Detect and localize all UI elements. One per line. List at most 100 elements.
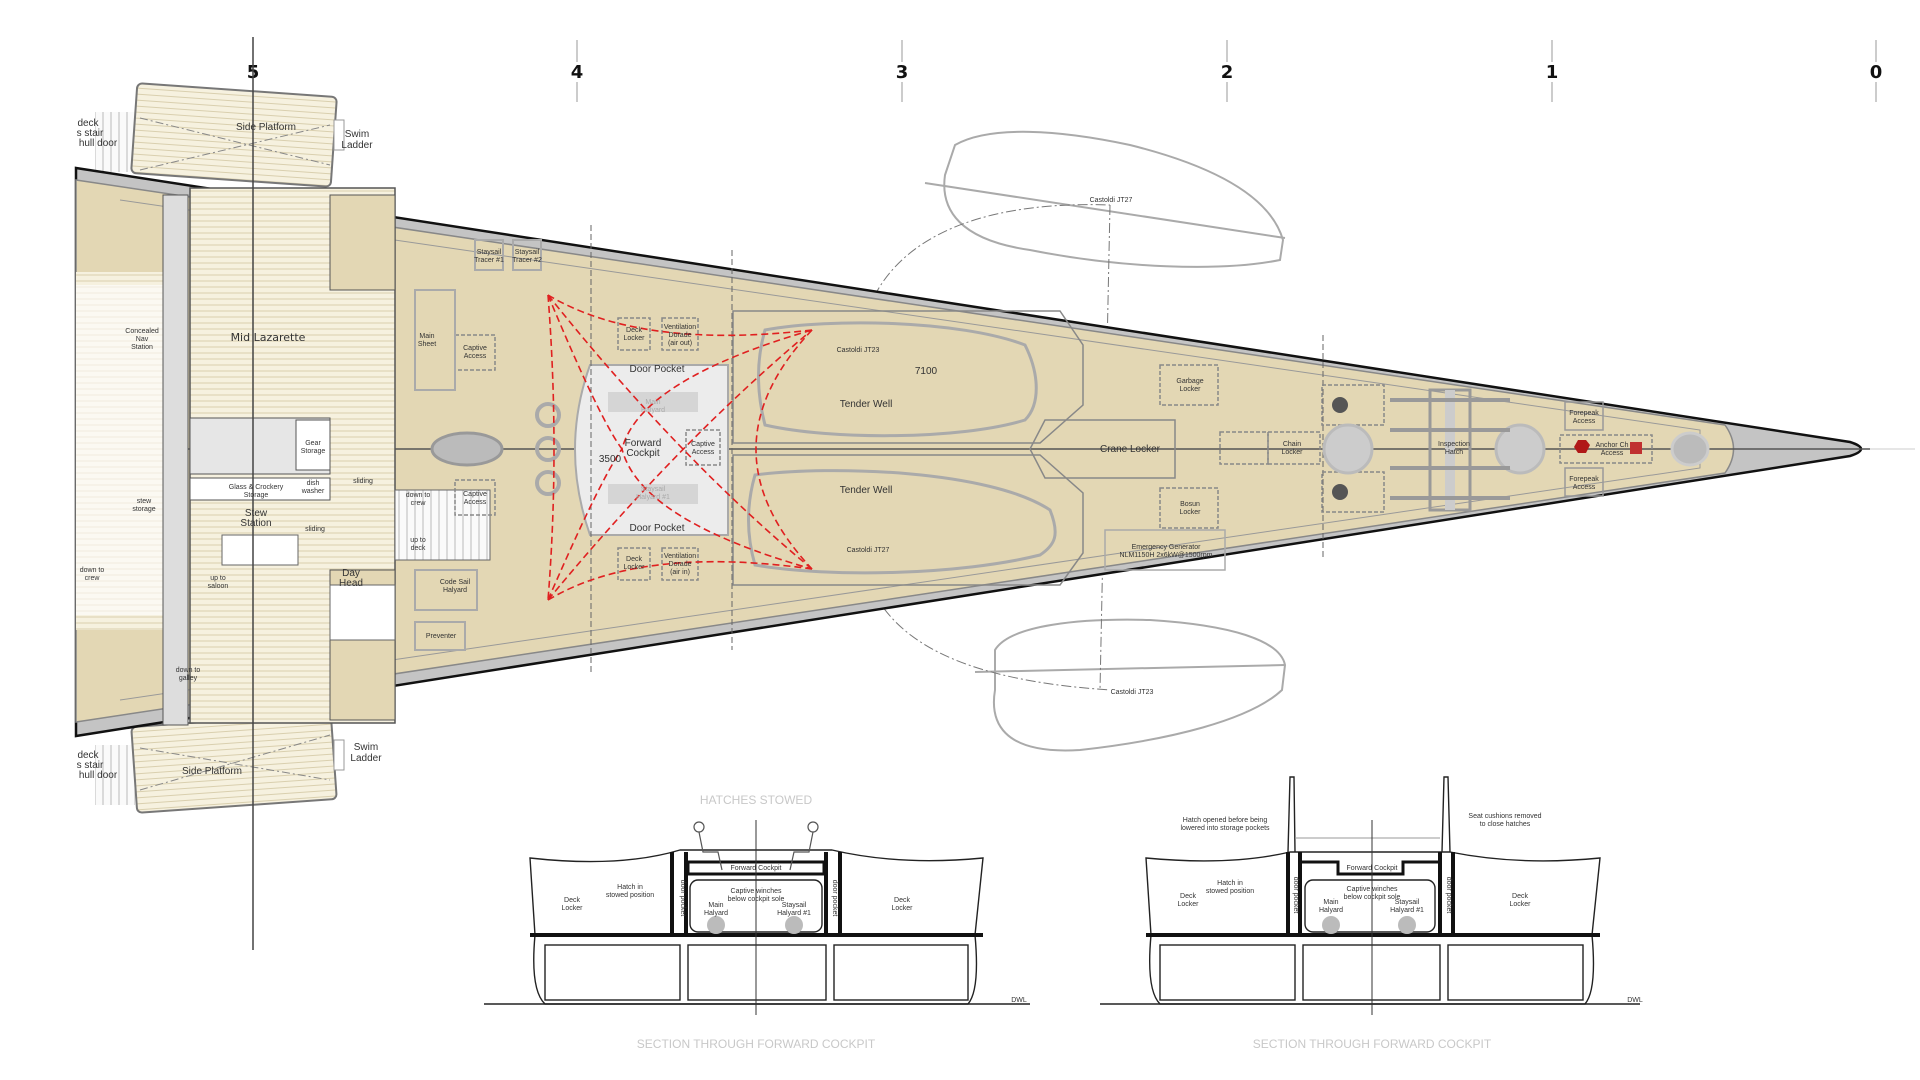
label-gear-storage: Gear [305, 440, 321, 447]
label-door-pocket: door pocket [831, 880, 838, 917]
label-staysail-halyard: Staysail [782, 902, 807, 909]
label-hatch-stowed: stowed position [606, 892, 654, 899]
label-main-halyard: Halyard [1319, 907, 1343, 914]
label-stew-storage: storage [132, 506, 155, 513]
label-seat-cushions: to close hatches [1480, 821, 1531, 828]
label-main-halyard: Main [645, 399, 660, 406]
label-hatch-stowed: Hatch in [617, 884, 643, 891]
label-chain-locker: Chain [1283, 441, 1301, 448]
tick-label: 4 [571, 62, 584, 83]
label-down-to-crew: down to [406, 492, 431, 499]
label-deck-locker: Locker [623, 564, 645, 571]
label-swim-ladder: Ladder [341, 140, 373, 151]
label-hatch-stowed: stowed position [1206, 888, 1254, 895]
tick-label: 0 [1870, 62, 1883, 83]
section-hatches-open: Deck Locker Deck Locker Hatch in stowed … [1100, 776, 1643, 1051]
label-staysail-halyard: Halyard #1 [777, 910, 811, 917]
tender-outline-bottom [974, 618, 1287, 752]
foredeck-gear [1321, 384, 1710, 513]
label-staysail-halyard: Staysail [1395, 899, 1420, 906]
label-captive-winches: below cockpit sole [728, 896, 785, 903]
label-seat-cushions: Seat cushions removed [1468, 813, 1541, 820]
tick-label: 3 [896, 62, 909, 83]
label-deck-locker: Deck [894, 897, 910, 904]
label-hull-door: s stair [77, 760, 104, 771]
label-swim-ladder: Swim [345, 129, 369, 140]
label-deck-locker: Locker [1177, 901, 1199, 908]
label-dorade: Dorade [669, 332, 692, 339]
label-mid-lazarette: Mid Lazarette [231, 331, 306, 344]
section-caption: SECTION THROUGH FORWARD COCKPIT [1253, 1037, 1492, 1051]
label-preventer: Preventer [426, 633, 457, 640]
label-captive-winches: Captive winches [731, 888, 782, 895]
tender-outline-top [924, 130, 1286, 268]
label-staysail-tracer: Staysail [477, 249, 502, 256]
tender-wells [732, 310, 1321, 586]
dimension-7100: 7100 [915, 366, 938, 377]
label-side-platform: Side Platform [182, 766, 242, 777]
label-dishwasher: dish [307, 480, 320, 487]
section-caption: SECTION THROUGH FORWARD COCKPIT [637, 1037, 876, 1051]
label-main-sheet: Sheet [418, 341, 436, 348]
label-hull-door: deck [77, 750, 99, 761]
label-staysail-tracer: Staysail [515, 249, 540, 256]
label-main-halyard: Halyard [704, 910, 728, 917]
label-side-platform: Side Platform [236, 122, 296, 133]
label-hull-door: hull door [79, 770, 118, 781]
label-captive-access: Captive [691, 441, 715, 448]
label-day-head: Day [342, 568, 360, 579]
label-nav-station: Concealed [125, 328, 159, 335]
label-staysail-tracer: Tracer #1 [474, 257, 504, 264]
label-door-pocket: Door Pocket [629, 364, 684, 375]
lazarette-area [76, 187, 491, 726]
label-door-pocket: door pocket [679, 880, 686, 917]
label-dorade: Ventilation [664, 324, 696, 331]
label-dorade: (air out) [668, 340, 692, 347]
label-captive-winches: Captive winches [1347, 886, 1398, 893]
dimension-3500: 3500 [599, 454, 622, 465]
label-staysail-tracer: Tracer #2 [512, 257, 542, 264]
label-code-sail-halyard: Code Sail [440, 579, 471, 586]
label-inspection-hatch: Inspection [1438, 441, 1470, 448]
label-chain-locker: Locker [1281, 449, 1303, 456]
label-castoldi: Castoldi JT27 [847, 547, 890, 554]
label-forepeak-access: Access [1573, 418, 1596, 425]
label-captive-access: Captive [463, 345, 487, 352]
label-tender-well: Tender Well [840, 399, 893, 410]
section-hatches-stowed: HATCHES STOWED Deck Locker Deck Locker H… [484, 793, 1030, 1051]
label-hatch-stowed: Hatch in [1217, 880, 1243, 887]
label-deck-locker: Locker [623, 335, 645, 342]
label-main-halyard: Halyard [641, 407, 665, 414]
label-bosun-locker: Locker [1179, 509, 1201, 516]
label-down-to-crew: down to [80, 567, 105, 574]
label-deck-locker: Deck [564, 897, 580, 904]
label-glass-storage: Glass & Crockery [229, 484, 284, 491]
label-down-to-crew: crew [411, 500, 427, 507]
label-forepeak-access: Forepeak [1569, 476, 1599, 483]
label-deck-locker: Deck [626, 327, 642, 334]
label-swim-ladder: Swim [354, 742, 378, 753]
label-main-halyard: Main [708, 902, 723, 909]
label-dishwasher: washer [301, 488, 325, 495]
label-hull-door: hull door [79, 138, 118, 149]
label-deck-locker: Locker [891, 905, 913, 912]
label-hull-door: deck [77, 118, 99, 129]
label-dorade: Ventilation [664, 553, 696, 560]
tick-label: 2 [1221, 62, 1234, 83]
label-captive-access: Access [464, 499, 487, 506]
sheeting-arcs [547, 294, 813, 601]
label-door-pocket: door pocket [1445, 877, 1452, 914]
side-platform-top [95, 82, 345, 188]
label-forepeak-access: Access [1573, 484, 1596, 491]
section-title: HATCHES STOWED [700, 793, 813, 807]
label-nav-station: Station [131, 344, 153, 351]
label-deck-locker: Deck [1180, 893, 1196, 900]
label-generator: NLM1150H 2x6kW@1500rpm [1120, 552, 1213, 559]
label-up-to-deck: up to [410, 537, 426, 544]
label-captive-access: Captive [463, 491, 487, 498]
label-deck-locker: Deck [626, 556, 642, 563]
label-staysail-halyard: Halyard #1 [1390, 907, 1424, 914]
forward-cockpit-area [430, 364, 729, 536]
plan-labels: Side Platform Side Platform Swim Ladder … [77, 118, 1629, 781]
